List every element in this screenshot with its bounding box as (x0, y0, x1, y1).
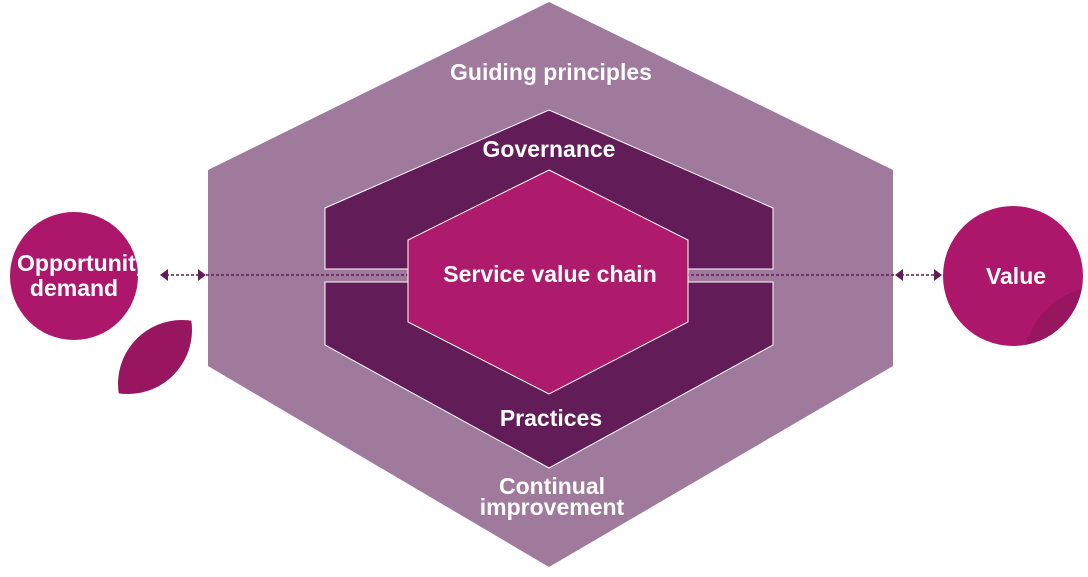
governance-label: Governance (483, 136, 616, 162)
opportunity-demand-label-line2: demand (30, 275, 118, 301)
opportunity-demand-node: Opportunity/ demand (10, 212, 192, 394)
service-value-chain-label: Service value chain (443, 261, 657, 287)
value-node: Value (943, 206, 1083, 346)
right-arrow-right-icon (934, 269, 942, 281)
guiding-principles-label: Guiding principles (450, 59, 652, 85)
service-value-chain-hexagon (407, 169, 689, 395)
left-arrow-left-icon (160, 269, 168, 281)
value-label: Value (986, 263, 1046, 289)
continual-improvement-label-line1: Continual (499, 473, 605, 499)
continual-improvement-label-line2: improvement (480, 494, 625, 520)
right-arrow-left-icon (895, 269, 903, 281)
left-arrow-right-icon (198, 269, 206, 281)
opportunity-demand-circle (10, 212, 138, 340)
practices-label: Practices (500, 405, 602, 431)
opportunity-demand-label-line1: Opportunity/ (17, 250, 156, 276)
